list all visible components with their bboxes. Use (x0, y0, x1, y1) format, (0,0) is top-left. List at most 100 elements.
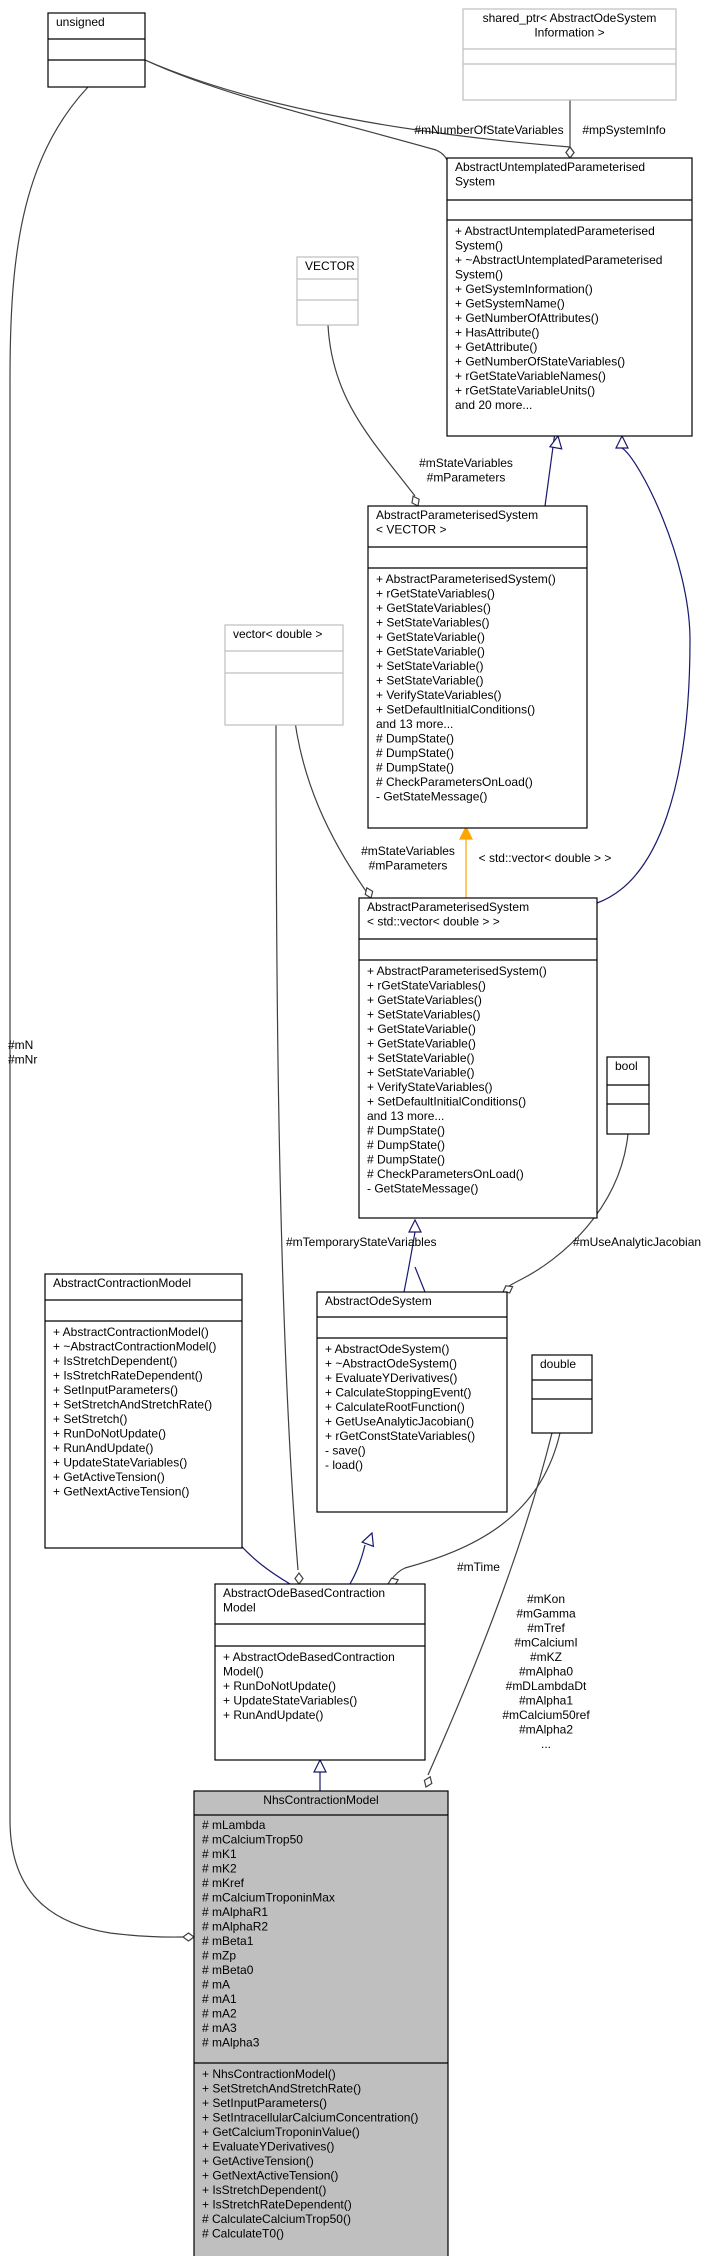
class-method: + RunDoNotUpdate() (53, 1427, 166, 1441)
class-method: + SetStateVariable() (367, 1051, 475, 1065)
class-title: NhsContractionModel (263, 1793, 378, 1807)
class-method: + SetStateVariables() (367, 1008, 481, 1022)
class-attribute: # mBeta0 (202, 1963, 254, 1977)
class-attribute: # mBeta1 (202, 1934, 254, 1948)
template-instantiation-arrow (459, 825, 473, 840)
class-method: + IsStretchRateDependent() (202, 2198, 352, 2212)
ps-std-inheritance-arrow (615, 434, 629, 449)
class-method: + GetSystemName() (455, 297, 565, 311)
edge-label-mpsysteminfo: #mpSystemInfo (582, 123, 666, 137)
class-odesystem: AbstractOdeSystem+ AbstractOdeSystem()+ … (316, 1291, 508, 1513)
class-method: + GetNextActiveTension() (53, 1485, 189, 1499)
class-method: # DumpState() (376, 746, 454, 760)
class-method: + AbstractParameterisedSystem() (376, 572, 556, 586)
class-method: + SetStretchAndStretchRate() (53, 1398, 212, 1412)
class-method: + SetStretchAndStretchRate() (202, 2082, 361, 2096)
class-method: + AbstractParameterisedSystem() (367, 964, 547, 978)
class-method: + RunAndUpdate() (53, 1441, 153, 1455)
class-method: System() (455, 268, 503, 282)
class-attribute: # mA2 (202, 2007, 237, 2021)
class-box (193, 1790, 449, 2256)
class-box (224, 624, 344, 726)
class-box (358, 897, 598, 1219)
nhs-inheritance-arrow (313, 1758, 327, 1773)
class-method: + SetIntracellularCalciumConcentration() (202, 2111, 418, 2125)
class-method: + VerifyStateVariables() (367, 1080, 493, 1094)
class-method: + rGetStateVariables() (376, 587, 495, 601)
class-method: + IsStretchRateDependent() (53, 1369, 203, 1383)
class-method: + SetInputParameters() (53, 1383, 178, 1397)
class-attribute: # mK2 (202, 1862, 237, 1876)
class-vector-double: vector< double > (224, 624, 344, 726)
edge-kon (427, 1432, 553, 1776)
class-method: + GetAttribute() (455, 340, 537, 354)
class-attribute: # mZp (202, 1949, 236, 1963)
class-method: + GetSystemInformation() (455, 282, 593, 296)
class-attribute: # mA (202, 1978, 230, 1992)
class-method: + SetInputParameters() (202, 2096, 327, 2110)
class-title: double (540, 1357, 576, 1371)
class-method: + GetActiveTension() (202, 2154, 314, 2168)
class-title: vector< double > (233, 627, 322, 641)
odesystem-inheritance-arrow (408, 1218, 422, 1233)
class-attribute: # mAlphaR2 (202, 1920, 268, 1934)
class-method: + EvaluateYDerivatives() (325, 1371, 457, 1385)
class-title: AbstractParameterisedSystem (376, 508, 538, 522)
class-method: + rGetConstStateVariables() (325, 1429, 475, 1443)
class-box (316, 1291, 508, 1513)
class-title: AbstractOdeSystem (325, 1294, 432, 1308)
edge-label-mkon: #mAlpha1 (519, 1694, 573, 1708)
class-method: and 20 more... (455, 398, 532, 412)
edge-label-mstatevariables-top: #mStateVariables (419, 456, 513, 470)
edge-label-mstatevariables-top: #mParameters (427, 471, 506, 485)
edge-label-mkon: #mDLambdaDt (506, 1679, 587, 1693)
class-title: AbstractUntemplatedParameterised (455, 160, 645, 174)
class-method: Model() (223, 1665, 264, 1679)
class-method: + GetStateVariable() (376, 630, 485, 644)
class-title: < VECTOR > (376, 523, 446, 537)
class-method: # DumpState() (367, 1153, 445, 1167)
edge-vector-double-state-variables (292, 704, 369, 895)
class-method: + GetStateVariable() (367, 1022, 476, 1036)
class-ps-vector: AbstractParameterisedSystem< VECTOR > + A… (367, 505, 588, 829)
class-title: System (455, 175, 495, 189)
class-method: + NhsContractionModel() (202, 2067, 336, 2081)
class-method: + SetStretch() (53, 1412, 127, 1426)
edge-label-mtemporarystatevariables: #mTemporaryStateVariables (286, 1235, 437, 1249)
class-method: + CalculateRootFunction() (325, 1400, 465, 1414)
class-method: + ~AbstractOdeSystem() (325, 1357, 457, 1371)
class-method: + GetActiveTension() (53, 1470, 165, 1484)
edge-temporary-state-variables (275, 704, 299, 1571)
class-title: AbstractParameterisedSystem (367, 900, 529, 914)
class-title: bool (615, 1059, 638, 1073)
class-method: # CheckParametersOnLoad() (376, 775, 533, 789)
class-method: + GetCalciumTroponinValue() (202, 2125, 360, 2139)
edge-label-mstatevariables-mid: #mStateVariables (361, 844, 455, 858)
class-method: + SetStateVariables() (376, 616, 490, 630)
class-method: and 13 more... (367, 1109, 444, 1123)
kon-diamond (423, 1775, 433, 1788)
class-bool-t: bool (606, 1056, 650, 1135)
class-method: - GetStateMessage() (367, 1182, 478, 1196)
class-attribute: # mK1 (202, 1847, 237, 1861)
odesystem-based-inheritance-arrow (361, 1531, 375, 1548)
class-method: + ~AbstractContractionModel() (53, 1340, 216, 1354)
class-method: System() (455, 239, 503, 253)
edge-label-mkon: #mCalcium50ref (502, 1708, 590, 1722)
temporary-state-variables-diamond (294, 1571, 304, 1586)
class-title: AbstractContractionModel (53, 1276, 191, 1290)
edge-ps-std-inherits (596, 447, 691, 904)
class-method: # DumpState() (376, 732, 454, 746)
class-method: + SetStateVariable() (376, 674, 484, 688)
class-method: + UpdateStateVariables() (223, 1694, 357, 1708)
class-box (367, 505, 588, 829)
class-double-t: double (531, 1354, 593, 1434)
class-method: + AbstractContractionModel() (53, 1325, 209, 1339)
edge-label-mkon: #mAlpha0 (519, 1665, 573, 1679)
class-box (296, 256, 359, 326)
class-method: # CalculateCalciumTrop50() (202, 2212, 351, 2226)
vector-diamond (411, 495, 420, 507)
edge-label-museanalyticjacobian: #mUseAnalyticJacobian (573, 1235, 701, 1249)
